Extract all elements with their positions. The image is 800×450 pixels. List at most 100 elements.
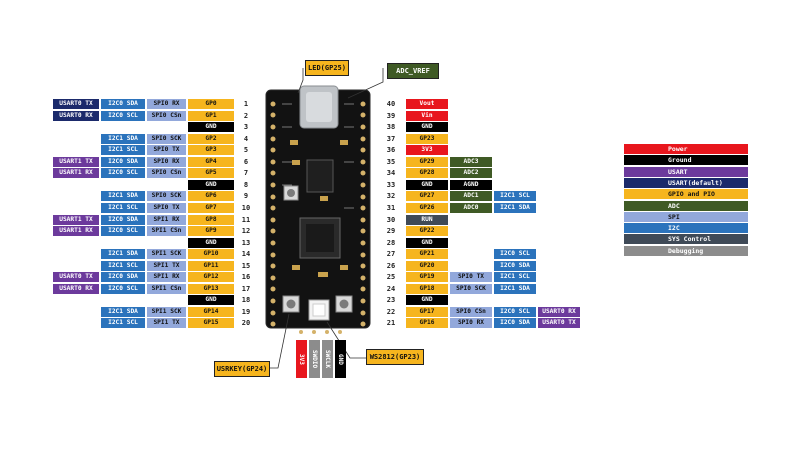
pin-label: I2C0 SCL: [101, 226, 145, 237]
pin-number: 32: [386, 192, 396, 201]
pin-label: SPI0 CSn: [147, 168, 186, 179]
pin-label: Vout: [406, 99, 448, 109]
pin-label: USART0 RX: [538, 306, 580, 317]
pin-label: GND: [406, 295, 448, 306]
pin-label: USART0 TX: [53, 99, 99, 109]
usrkey-callout: USRKEY(GP24): [214, 361, 270, 377]
pin-label: USART0 TX: [538, 318, 580, 329]
pin-label: I2C0 SDA: [101, 156, 145, 167]
pin-label: SPI1 CSn: [147, 283, 186, 294]
pin-label: GP12: [188, 272, 234, 283]
led-callout: LED(GP25): [305, 60, 349, 76]
pin-number: 25: [386, 273, 396, 282]
pin-label: I2C0 SDA: [101, 214, 145, 225]
pin-label: USART1 TX: [53, 156, 99, 167]
flash-chip: [306, 159, 334, 193]
pin-label: USART0 RX: [53, 283, 99, 294]
pin-number: 10: [241, 203, 251, 212]
pin-label: USART0 RX: [53, 110, 99, 121]
pin-label: SPI0 RX: [450, 318, 492, 329]
pin-label: GP5: [188, 168, 234, 179]
pin-label: SPI0 TX: [450, 272, 492, 283]
legend-item: USART: [624, 166, 748, 177]
pin-label: SPI0 SCK: [450, 283, 492, 294]
pin-number: 27: [386, 250, 396, 259]
pin-label: GP7: [188, 202, 234, 213]
pin-number: 24: [386, 284, 396, 293]
pin-number: 19: [241, 307, 251, 316]
pin-label: GP6: [188, 191, 234, 202]
legend-item: SPI: [624, 211, 748, 222]
pin-number: 6: [243, 157, 249, 166]
pin-number: 7: [243, 169, 249, 178]
pin-number: 35: [386, 157, 396, 166]
pin-label: GP21: [406, 249, 448, 260]
pin-number: 9: [243, 192, 249, 201]
pin-label: GND: [406, 237, 448, 248]
pin-number: 16: [241, 273, 251, 282]
pin-label: GND: [188, 122, 234, 133]
pin-label: ADC1: [450, 191, 492, 202]
pin-label: SPI1 RX: [147, 214, 186, 225]
pin-number: 11: [241, 215, 251, 224]
pin-number: 34: [386, 169, 396, 178]
pin-label: AGND: [450, 179, 492, 190]
pin-number: 21: [386, 319, 396, 328]
pin-label: GP3: [188, 145, 234, 156]
pin-label: I2C0 SDA: [494, 260, 536, 271]
pin-number: 2: [243, 111, 249, 120]
pin-label: 3V3: [406, 145, 448, 156]
pin-label: GP23: [406, 133, 448, 144]
legend-item: ADC: [624, 200, 748, 211]
pin-label: GP28: [406, 168, 448, 179]
legend-item: Ground: [624, 155, 748, 166]
pin-label: ADC0: [450, 202, 492, 213]
pin-label: I2C1 SCL: [494, 191, 536, 202]
pin-label: GP9: [188, 226, 234, 237]
pin-label: ADC3: [450, 156, 492, 167]
pin-label: SPI1 TX: [147, 260, 186, 271]
pin-label: GND: [188, 237, 234, 248]
pin-label: GND: [406, 179, 448, 190]
pin-label: GP26: [406, 202, 448, 213]
pin-label: SPI0 RX: [147, 156, 186, 167]
pin-number: 20: [241, 319, 251, 328]
pin-label: SPI0 TX: [147, 202, 186, 213]
pin-label: GP13: [188, 283, 234, 294]
legend-item: Debugging: [624, 245, 748, 256]
pin-label: SPI1 SCK: [147, 249, 186, 260]
pin-label: GP15: [188, 318, 234, 329]
pin-label: SPI0 CSn: [147, 110, 186, 121]
pin-label: SPI0 RX: [147, 99, 186, 109]
pin-label: GP20: [406, 260, 448, 271]
pin-label: SPI0 SCK: [147, 191, 186, 202]
pin-label: SPI1 RX: [147, 272, 186, 283]
smd-components: [290, 140, 348, 277]
pin-label: I2C0 SDA: [494, 318, 536, 329]
pin-number: 39: [386, 111, 396, 120]
pin-label: GP22: [406, 226, 448, 237]
pin-label: GP29: [406, 156, 448, 167]
pin-label: USART1 RX: [53, 168, 99, 179]
pin-label: I2C1 SDA: [101, 306, 145, 317]
pin-label: I2C1 SCL: [101, 260, 145, 271]
legend-item: Power: [624, 144, 748, 154]
pin-number: 13: [241, 238, 251, 247]
ws2812-callout: WS2812(GP23): [366, 349, 424, 365]
pin-label: GP17: [406, 306, 448, 317]
pin-label: I2C1 SDA: [101, 133, 145, 144]
pin-number: 33: [386, 180, 396, 189]
pin-label: SPI0 CSn: [450, 306, 492, 317]
pin-number: 15: [241, 261, 251, 270]
legend-item: SYS Control: [624, 234, 748, 245]
pin-label: I2C1 SDA: [101, 191, 145, 202]
pin-number: 40: [386, 100, 396, 108]
pin-label: I2C1 SCL: [101, 202, 145, 213]
pin-label: I2C1 SCL: [101, 145, 145, 156]
pin-label: I2C0 SCL: [494, 249, 536, 260]
pin-label: I2C0 SCL: [101, 110, 145, 121]
pin-label: GP0: [188, 99, 234, 109]
pin-label: GP4: [188, 156, 234, 167]
pin-label: GND: [188, 295, 234, 306]
pin-label: GP1: [188, 110, 234, 121]
